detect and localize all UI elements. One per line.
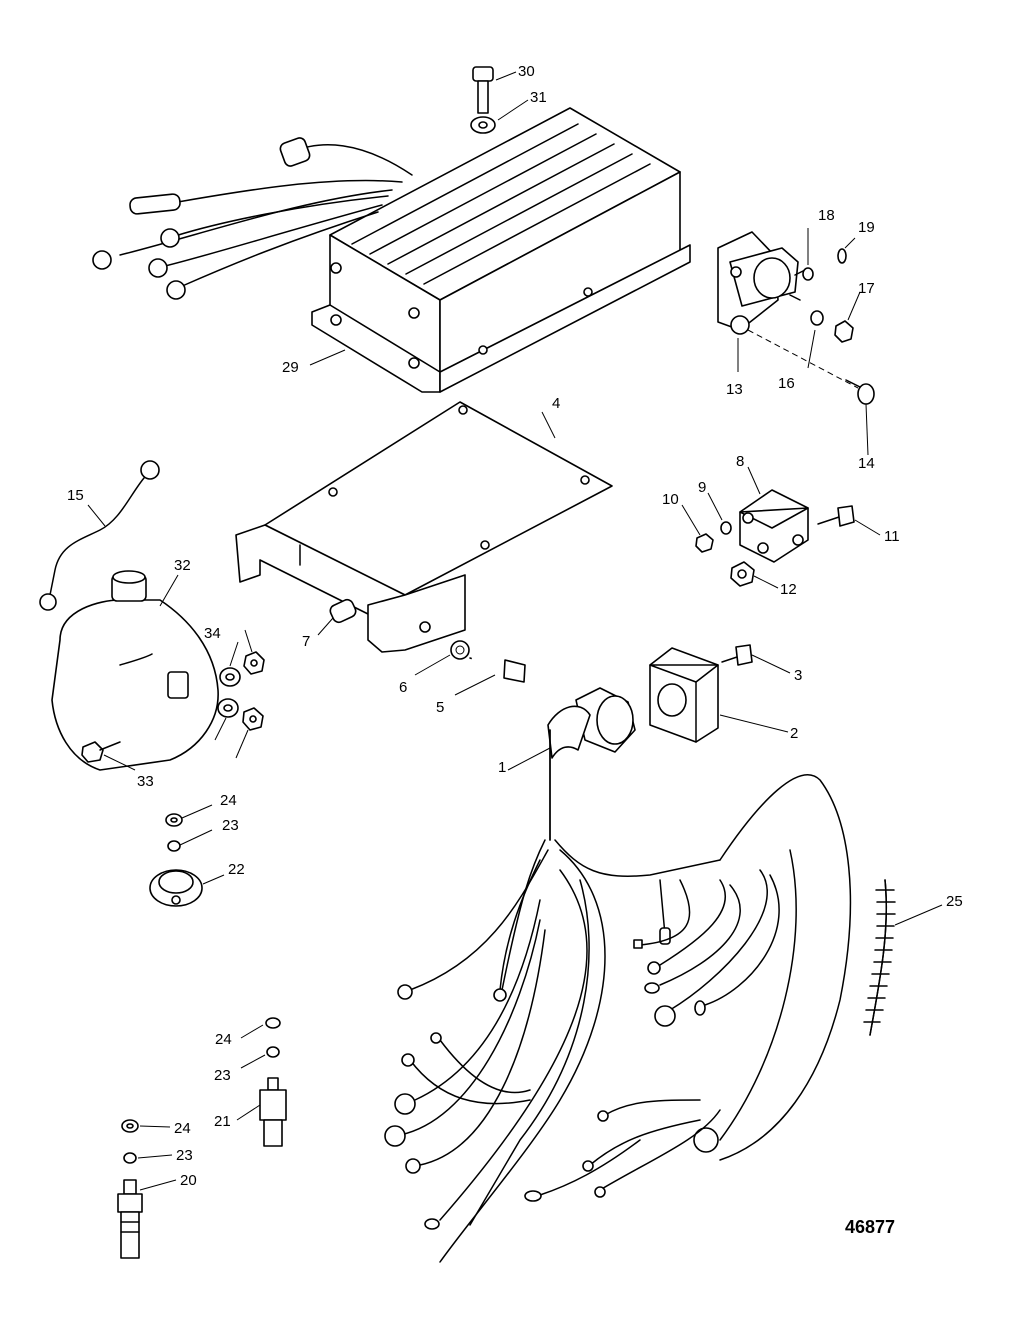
callout-7: 7: [302, 633, 310, 650]
callout-29: 32: [174, 557, 191, 574]
callout-23-bottom: 23: [176, 1147, 193, 1164]
figure-number: 46877: [845, 1217, 895, 1237]
wiring-harness-part-1: [384, 687, 852, 1263]
mounting-bracket-part-4: [235, 401, 613, 653]
sender-part-20: [117, 1179, 143, 1259]
nut-part-24-middle: [265, 1017, 281, 1029]
callout-14: 14: [858, 455, 875, 472]
washer-part-16: [810, 310, 824, 326]
nut-part-33: [242, 707, 264, 731]
module-wire-leads: [92, 137, 413, 300]
callout-13: 13: [726, 381, 743, 398]
oil-reservoir-part-29: [51, 570, 219, 771]
washer-part-23-bottom: [123, 1152, 137, 1164]
sender-part-21: [259, 1077, 287, 1147]
lockwasher-part-6: [450, 640, 470, 660]
callout-26: 29: [282, 359, 299, 376]
nut-part-32: [243, 651, 265, 675]
callout-labels: 30 31 29 4 18 19 17 16 13 14 8 9 10 11 1…: [67, 63, 963, 1189]
leader-lines: [87, 71, 943, 1191]
sensor-part-22: [149, 869, 203, 907]
nut-part-19: [837, 248, 847, 264]
callout-30: 33: [137, 773, 154, 790]
callout-12: 12: [780, 581, 797, 598]
connector-bracket-part-2: [649, 647, 719, 743]
nut-part-24-top: [165, 813, 183, 827]
callout-27: 30: [518, 63, 535, 80]
callout-1: 1: [498, 759, 506, 776]
callout-21: 21: [214, 1113, 231, 1130]
bolt-part-5: [469, 655, 526, 683]
nut-part-12: [730, 561, 755, 587]
screw-part-11: [817, 505, 855, 527]
bolt-part-27: [472, 66, 494, 114]
callout-16: 16: [778, 375, 795, 392]
callout-31: 34: [204, 625, 221, 642]
callout-6: 6: [399, 679, 407, 696]
spacer-part-7: [329, 598, 357, 624]
callout-24-middle: 24: [215, 1031, 232, 1048]
washer-part-28: [470, 116, 496, 134]
washer-part-23-middle: [266, 1046, 280, 1058]
washer-part-31: [219, 667, 241, 687]
callout-8: 8: [736, 453, 744, 470]
screw-part-14: [845, 379, 875, 405]
callout-17: 17: [858, 280, 875, 297]
callout-19: 19: [858, 219, 875, 236]
callout-5: 5: [436, 699, 444, 716]
callout-23-middle: 23: [214, 1067, 231, 1084]
callout-22: 22: [228, 861, 245, 878]
callout-28: 31: [530, 89, 547, 106]
callout-2: 2: [790, 725, 798, 742]
control-module-part-26: [311, 107, 691, 393]
washer-part-23-top: [167, 840, 181, 852]
nut-part-10: [695, 533, 714, 553]
callout-15: 15: [67, 487, 84, 504]
callout-25: 25: [946, 893, 963, 910]
bolt-part-30: [81, 741, 121, 763]
ground-cable-part-15: [39, 460, 160, 611]
washer-part-9: [720, 521, 732, 535]
callout-20: 20: [180, 1172, 197, 1189]
nut-part-17: [834, 320, 854, 343]
convoluted-tubing-part-25: [863, 879, 896, 1036]
solenoid-part-13: [717, 231, 806, 335]
washer-part-34: [217, 698, 239, 718]
callout-10: 10: [662, 491, 679, 508]
callout-11: 11: [884, 528, 900, 545]
nut-part-24-bottom: [121, 1119, 139, 1133]
callout-23-top: 23: [222, 817, 239, 834]
circuit-breaker-part-8: [739, 489, 809, 563]
callout-24-top: 24: [220, 792, 237, 809]
washer-part-18: [802, 267, 814, 281]
screw-part-3: [721, 644, 753, 666]
callout-4: 4: [552, 395, 560, 412]
callout-3: 3: [794, 667, 802, 684]
callout-9: 9: [698, 479, 706, 496]
callout-24-bottom: 24: [174, 1120, 191, 1137]
callout-18: 18: [818, 207, 835, 224]
